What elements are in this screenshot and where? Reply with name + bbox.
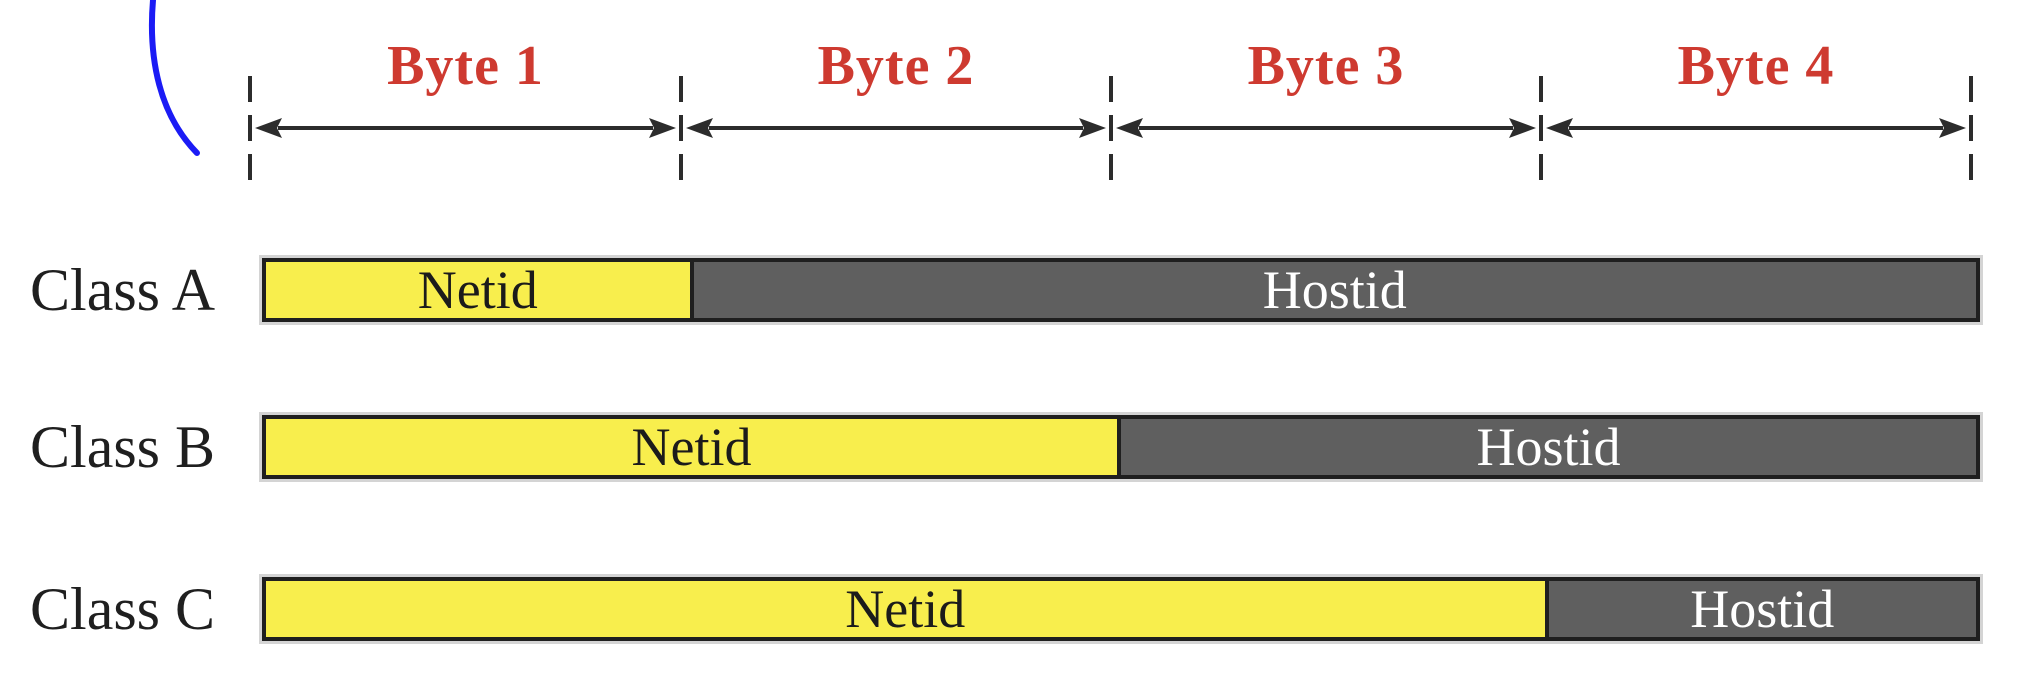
netid-segment: Netid — [266, 581, 1549, 637]
byte-label-4: Byte 4 — [1677, 35, 1835, 97]
byte-arrowhead-left-0 — [255, 118, 282, 138]
hostid-segment: Hostid — [693, 262, 1976, 318]
class-label-c: Class C — [30, 575, 216, 642]
hostid-segment: Hostid — [1121, 419, 1976, 475]
byte-arrowhead-right-1 — [1079, 118, 1106, 138]
netid-segment: Netid — [266, 262, 694, 318]
byte-label-3: Byte 3 — [1247, 35, 1405, 97]
byte-arrowhead-left-3 — [1546, 118, 1573, 138]
hostid-segment: Hostid — [1548, 581, 1976, 637]
byte-arrowhead-left-2 — [1116, 118, 1143, 138]
byte-arrowhead-right-2 — [1509, 118, 1536, 138]
blue-curve-decoration — [148, 0, 200, 156]
byte-arrowhead-right-3 — [1939, 118, 1966, 138]
byte-label-1: Byte 1 — [387, 35, 544, 97]
byte-label-2: Byte 2 — [817, 35, 975, 97]
netid-segment: Netid — [266, 419, 1121, 475]
class-label-a: Class A — [30, 256, 216, 323]
byte-arrowhead-left-1 — [686, 118, 713, 138]
byte-arrowhead-right-0 — [649, 118, 676, 138]
class-label-b: Class B — [30, 413, 216, 480]
byte-ruler — [248, 76, 1973, 180]
